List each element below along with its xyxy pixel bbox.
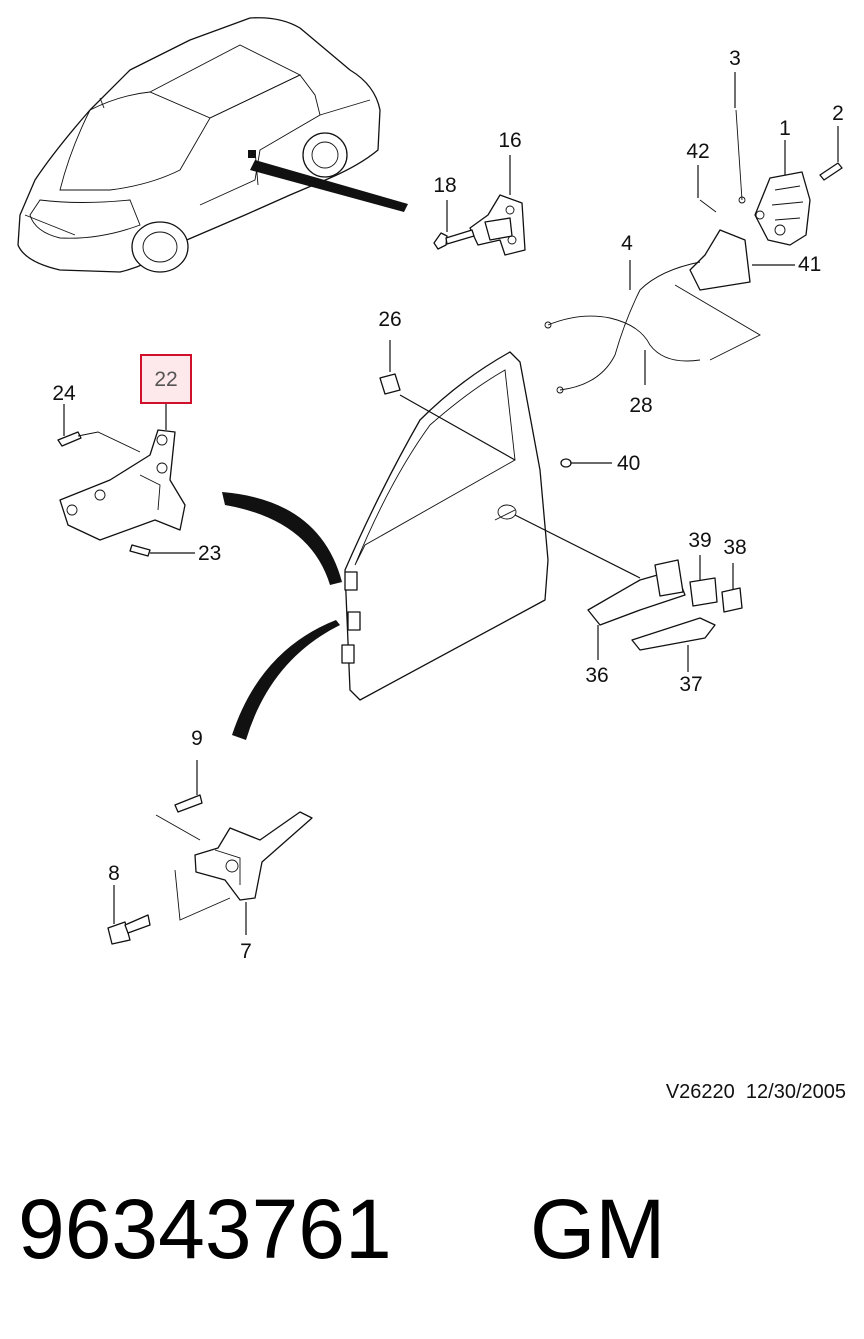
check-link bbox=[107, 760, 313, 945]
outside-handle-assembly bbox=[587, 555, 743, 672]
door-lock-assembly bbox=[689, 72, 843, 291]
brand-name: GM bbox=[530, 1182, 665, 1276]
pointer-wedge-top bbox=[250, 160, 408, 212]
callout-36: 36 bbox=[585, 664, 608, 687]
callout-28: 28 bbox=[629, 394, 652, 417]
callout-41: 41 bbox=[798, 253, 821, 276]
part-number: 96343761 bbox=[18, 1182, 392, 1276]
callout-42: 42 bbox=[686, 140, 709, 163]
bolt-18 bbox=[433, 200, 475, 250]
callout-22: 22 bbox=[154, 368, 177, 391]
callout-16: 16 bbox=[498, 129, 521, 152]
pointer-wedge-hinge bbox=[222, 492, 342, 585]
highlight-box bbox=[140, 354, 192, 404]
cable-assembly bbox=[544, 260, 761, 394]
callout-9: 9 bbox=[191, 727, 203, 750]
callout-2: 2 bbox=[832, 102, 844, 125]
callout-24: 24 bbox=[52, 382, 76, 405]
callout-39: 39 bbox=[688, 529, 711, 552]
callout-1: 1 bbox=[779, 117, 791, 140]
pointer-wedge-checklink bbox=[232, 620, 340, 740]
callout-3-label: 3 bbox=[729, 47, 741, 70]
upper-hinge bbox=[57, 402, 195, 557]
callout-8: 8 bbox=[108, 862, 120, 885]
callout-40: 40 bbox=[617, 452, 640, 475]
striker-assembly bbox=[469, 155, 526, 256]
callout-38: 38 bbox=[723, 536, 746, 559]
front-door bbox=[341, 340, 641, 701]
diagram-reference: V26220 12/30/2005 bbox=[666, 1081, 846, 1103]
car-overview bbox=[17, 17, 381, 273]
callout-23: 23 bbox=[198, 542, 221, 565]
callout-18: 18 bbox=[433, 174, 456, 197]
callout-26: 26 bbox=[378, 308, 401, 331]
callout-37: 37 bbox=[679, 673, 702, 696]
callout-4: 4 bbox=[621, 232, 633, 255]
callout-7: 7 bbox=[240, 940, 252, 963]
